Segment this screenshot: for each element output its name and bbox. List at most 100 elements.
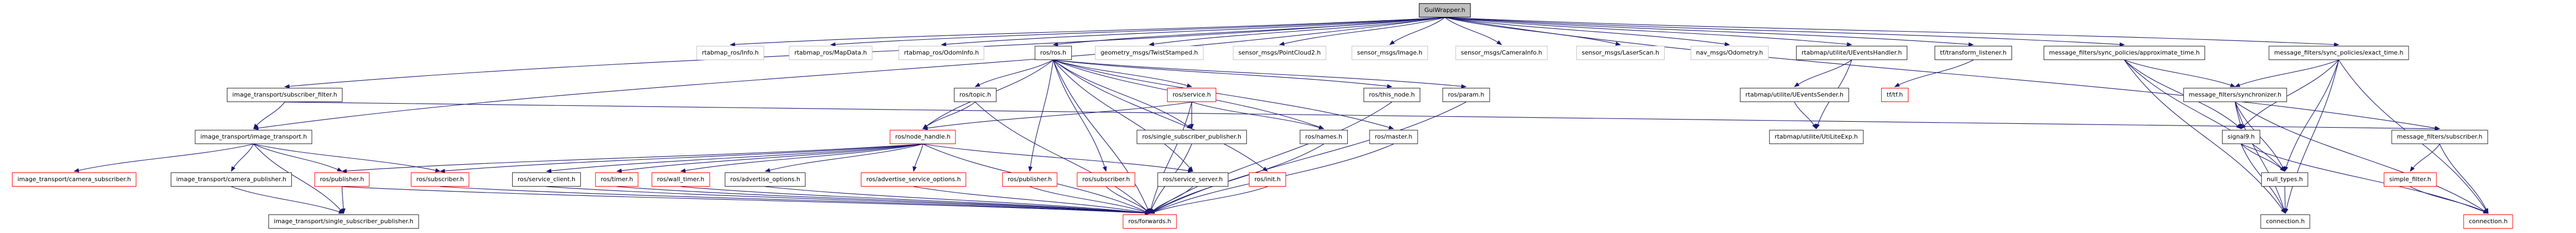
graph-node-subscriberfilter[interactable]: image_transport/subscriber_filter.h (226, 88, 343, 102)
edge-root-camerainfo (1444, 17, 1502, 45)
graph-node-nulltypes[interactable]: null_types.h (2261, 172, 2309, 187)
edge-root-ueventshandler (1444, 17, 1853, 46)
edge-camerapublisher-itssp (231, 186, 345, 214)
edge-nodehandle-serviceserver (922, 144, 1194, 173)
graph-node-laserscan: sensor_msgs/LaserScan.h (1576, 46, 1665, 60)
graph-node-names[interactable]: ros/names.h (1300, 130, 1348, 144)
graph-node-tftf[interactable]: tf/tf.h (1881, 88, 1908, 102)
edge-exacttime-signal9 (2241, 59, 2339, 129)
edge-root-twiststamped (1148, 17, 1445, 46)
edge-topic-forwards (975, 101, 1150, 214)
graph-node-timer[interactable]: ros/timer.h (595, 172, 639, 187)
edge-exacttime-synchronizer (2234, 59, 2339, 87)
edge-rosros-subscriberR (1053, 59, 1107, 172)
graph-node-serviceserver[interactable]: ros/service_server.h (1157, 172, 1228, 187)
graph-node-info: rtabmap_ros/Info.h (696, 46, 765, 60)
edge-mfsubscriber-connectionros (2439, 144, 2489, 214)
graph-node-odominfo: rtabmap_ros/OdomInfo.h (898, 46, 984, 60)
graph-node-rosros[interactable]: ros/ros.h (1035, 46, 1072, 60)
edge-nodehandle-serviceclient (545, 144, 923, 173)
graph-node-connectionmf[interactable]: connection.h (2260, 214, 2310, 229)
graph-node-service[interactable]: ros/service.h (1167, 88, 1217, 102)
edge-rosros-rosssp (1053, 59, 1192, 129)
edge-publisherR-forwards (1029, 186, 1151, 214)
graph-node-simplefilter[interactable]: simple_filter.h (2383, 172, 2437, 187)
graph-node-serviceclient[interactable]: ros/service_client.h (512, 172, 581, 187)
edge-root-exacttime (1444, 17, 2340, 47)
edge-root-approxtime (1444, 17, 2125, 47)
edge-rosros-thisnode (1053, 59, 1393, 88)
edge-signal9-nulltypes (2241, 144, 2285, 172)
graph-node-exacttime[interactable]: message_filters/sync_policies/exact_time… (2268, 46, 2409, 60)
edge-timer-forwards (616, 186, 1151, 216)
graph-node-twiststamped: geometry_msgs/TwistStamped.h (1095, 46, 1204, 60)
graph-node-advertiseoptions[interactable]: ros/advertise_options.h (724, 172, 806, 187)
graph-node-ueventshandler[interactable]: rtabmap/utilite/UEventsHandler.h (1796, 46, 1908, 60)
graph-node-walltimer[interactable]: ros/wall_timer.h (651, 172, 710, 187)
edge-root-mfsubscriber (1444, 17, 2441, 130)
graph-node-thisnode[interactable]: ros/this_node.h (1364, 88, 1420, 102)
edge-root-mapdata (830, 17, 1445, 47)
edge-publisherL-itssp (341, 186, 346, 214)
graph-node-camerasubscriber[interactable]: image_transport/camera_subscriber.h (11, 172, 137, 187)
graph-node-utilitexp[interactable]: rtabmap/utilite/UtiLiteExp.h (1769, 130, 1864, 144)
graph-node-subscriberR[interactable]: ros/subscriber.h (1077, 172, 1136, 187)
edge-topic-nodehandle (922, 101, 976, 129)
graph-node-rosssp[interactable]: ros/single_subscriber_publisher.h (1137, 130, 1247, 144)
edge-ueventshandler-ueventssender (1794, 59, 1852, 87)
edge-service-forwards (1149, 101, 1192, 214)
graph-node-approxtime[interactable]: message_filters/sync_policies/approximat… (2043, 46, 2206, 60)
graph-node-publisherR[interactable]: ros/publisher.h (1002, 172, 1058, 187)
edge-nodehandle-walltimer (680, 144, 923, 173)
edge-thisnode-forwards (1149, 101, 1392, 214)
edge-advserviceoptions-forwards (913, 186, 1151, 215)
edge-approxtime-nulltypes (2124, 59, 2285, 172)
graph-node-init[interactable]: ros/init.h (1248, 172, 1287, 187)
edge-root-image (1389, 17, 1445, 45)
edge-rosros-forwards (1053, 59, 1150, 214)
edge-subscriberfilter-imagetransport (253, 101, 285, 129)
graph-node-nodehandle[interactable]: ros/node_handle.h (890, 130, 956, 144)
graph-node-transformlistener[interactable]: tf/transform_listener.h (1935, 46, 2012, 60)
edge-synchronizer-connectionros (2235, 101, 2489, 214)
edge-rosros-param (1053, 59, 1467, 88)
edge-exacttime-nulltypes (2284, 59, 2339, 172)
edge-service-names (1191, 101, 1325, 130)
edge-imagetransport-publisherL (253, 144, 343, 172)
graph-node-master[interactable]: ros/master.h (1369, 130, 1418, 144)
graph-node-mfsubscriber[interactable]: message_filters/subscriber.h (2391, 130, 2488, 144)
graph-node-subscriberL[interactable]: ros/subscriber.h (411, 172, 470, 187)
graph-node-connectionros[interactable]: connection.h (2463, 214, 2513, 229)
graph-node-advserviceoptions[interactable]: ros/advertise_service_options.h (861, 172, 966, 187)
edge-init-forwards (1149, 186, 1268, 214)
edge-root-imagetransport (253, 17, 1445, 130)
graph-node-image: sensor_msgs/Image.h (1352, 46, 1428, 60)
edge-root-pointcloud2 (1278, 17, 1445, 46)
edge-subscriberR-forwards (1106, 186, 1150, 214)
graph-node-signal9[interactable]: signal9.h (2221, 130, 2261, 144)
graph-node-mapdata: rtabmap_ros/MapData.h (789, 46, 873, 60)
graph-node-root: GuiWrapper.h (1419, 3, 1471, 17)
edge-walltimer-forwards (680, 186, 1151, 216)
graph-node-camerapublisher[interactable]: image_transport/camera_publisher.h (171, 172, 292, 187)
edge-param-forwards (1149, 101, 1467, 214)
edge-simplefilter-connectionros (2410, 186, 2489, 214)
graph-node-pointcloud2: sensor_msgs/PointCloud2.h (1233, 46, 1326, 60)
edge-root-info (729, 17, 1445, 47)
edge-advertiseoptions-forwards (765, 186, 1151, 215)
graph-node-forwards[interactable]: ros/forwards.h (1122, 214, 1177, 229)
edge-serviceclient-forwards (546, 186, 1151, 216)
edge-root-laserscan (1444, 17, 1622, 46)
graph-node-param[interactable]: ros/param.h (1442, 88, 1490, 102)
graph-node-publisherL[interactable]: ros/publisher.h (314, 172, 370, 187)
graph-node-itssp[interactable]: image_transport/single_subscriber_publis… (268, 214, 419, 229)
edge-nodehandle-advertiseoptions (764, 144, 923, 172)
graph-node-topic[interactable]: ros/topic.h (953, 88, 997, 102)
graph-node-odometry: nav_msgs/Odometry.h (1690, 46, 1769, 60)
edge-exacttime-connectionmf (2284, 59, 2339, 214)
edge-synchronizer-signal9 (2235, 101, 2243, 130)
graph-node-synchronizer[interactable]: message_filters/synchronizer.h (2183, 88, 2287, 102)
graph-node-imagetransport[interactable]: image_transport/image_transport.h (195, 130, 313, 144)
graph-node-ueventssender[interactable]: rtabmap/utilite/UEventsSender.h (1740, 88, 1849, 102)
